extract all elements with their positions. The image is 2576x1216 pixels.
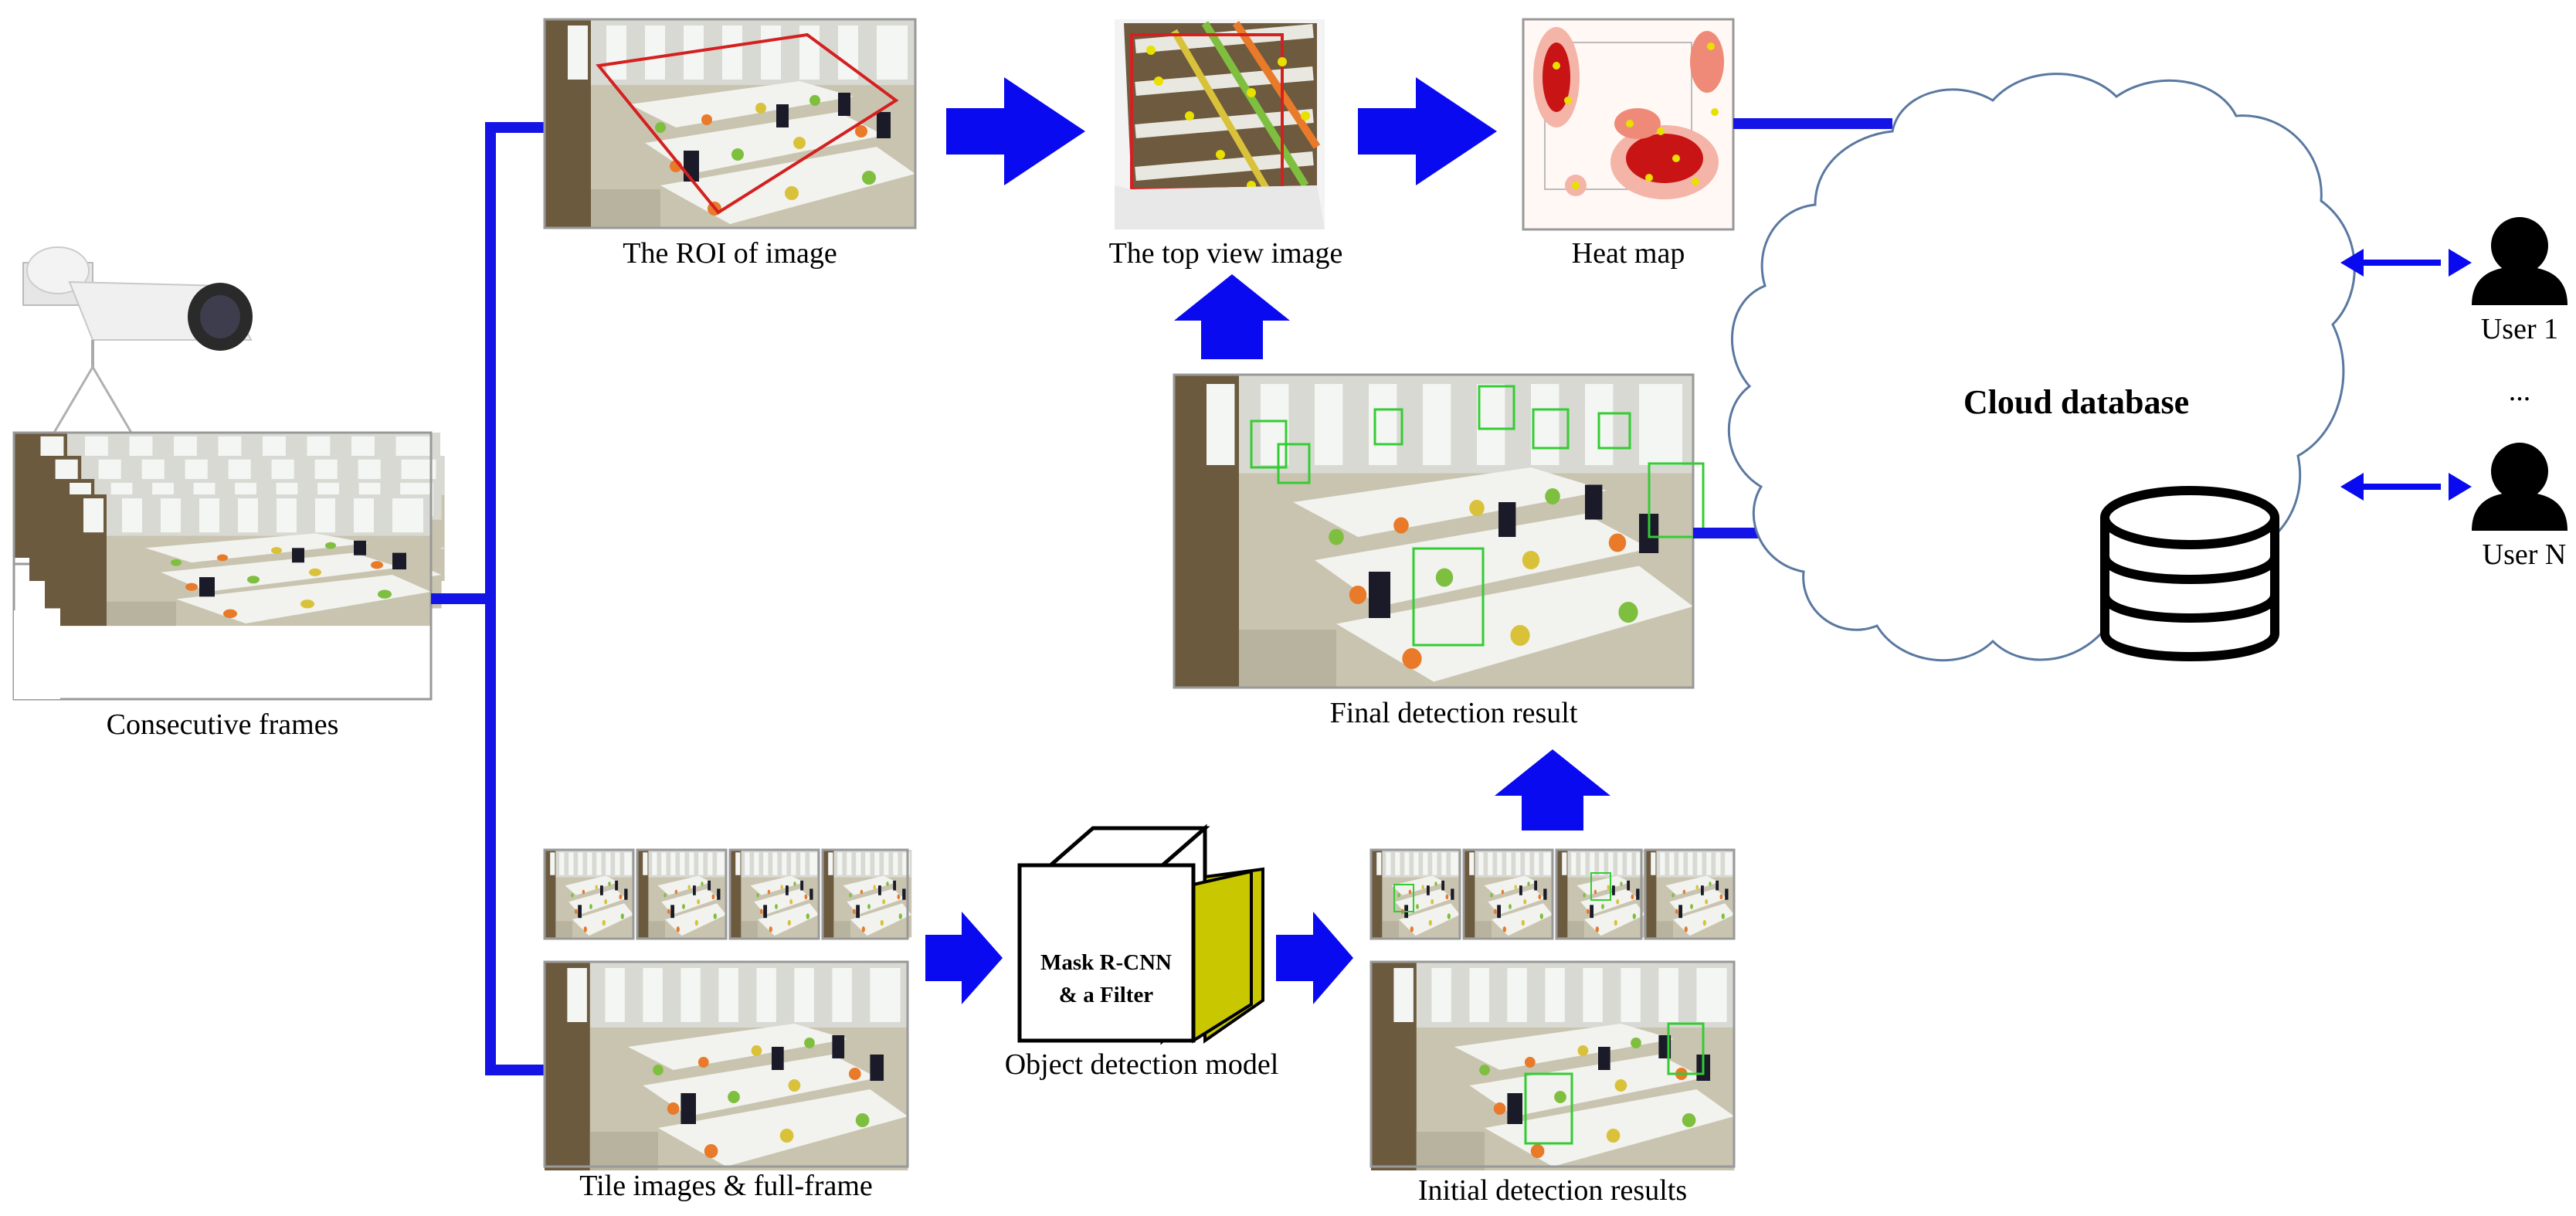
heat-map-label: Heat map [1572,237,1685,270]
arrow-final-to-topview [1174,274,1290,359]
consecutive-frames-stack [12,431,445,701]
consecutive-frames-label: Consecutive frames [107,708,339,741]
object-detection-model-box: Mask R-CNN & a Filter [1017,824,1264,1045]
cloud-userN-double-arrow [2340,473,2472,501]
cloud-user1-double-arrow [2340,249,2472,277]
top-view-image-label: The top view image [1109,237,1343,270]
arrow-roi-to-topview [946,77,1085,185]
tile-images-label: Tile images & full-frame [579,1170,873,1202]
arrow-tiles-to-model [925,912,1003,1004]
user-1-label: User 1 [2481,313,2558,345]
frames-connector [431,122,545,1075]
arrow-model-to-initial [1276,912,1353,1004]
tile-images [543,848,912,1170]
final-detection-label: Final detection result [1330,697,1578,729]
initial-detection-images [1369,848,1736,1170]
roi-image-label: The ROI of image [623,237,837,270]
security-camera-icon [22,246,253,367]
final-detection-image [1173,373,1705,689]
camera-view-line [53,365,133,433]
user-icon [2472,217,2568,305]
model-name-line2: & a Filter [1059,983,1154,1007]
database-icon [2100,486,2279,661]
user-ellipsis: ... [2509,375,2531,407]
user-icon [2472,443,2568,531]
initial-detection-label: Initial detection results [1418,1174,1687,1207]
top-view-image [1115,19,1325,229]
object-detection-model-label: Object detection model [1005,1048,1279,1081]
model-name-line1: Mask R-CNN [1040,950,1172,975]
arrow-topview-to-heatmap [1358,77,1497,185]
roi-image [543,18,917,229]
heat-map-image [1522,18,1735,231]
cloud-database-label: Cloud database [1963,383,2189,421]
arrow-initial-to-final [1495,749,1610,830]
user-n-label: User N [2483,538,2567,571]
